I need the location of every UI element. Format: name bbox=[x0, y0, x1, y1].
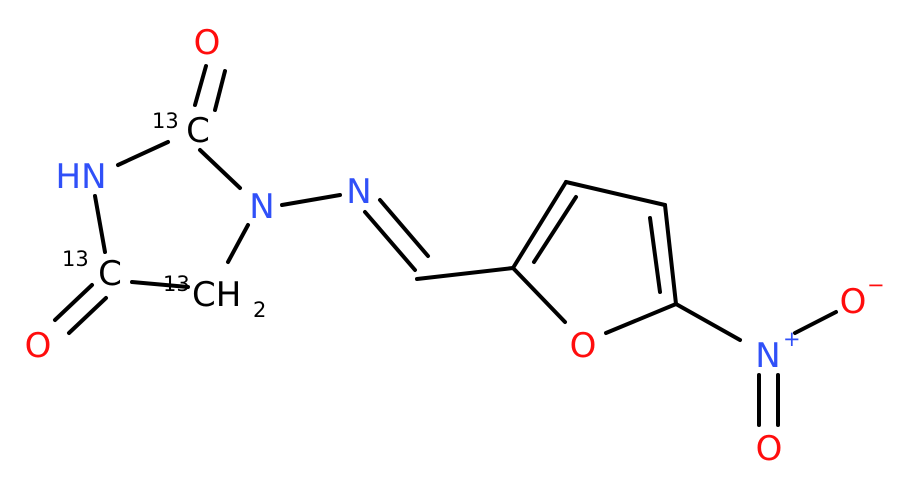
bond-nnitro-o-right bbox=[793, 310, 838, 335]
atom-o-furan: O bbox=[570, 326, 597, 366]
atom-c4: C bbox=[98, 254, 122, 294]
bond-c2-o-top-2 bbox=[213, 69, 227, 112]
atom-n-imine: N bbox=[346, 172, 371, 212]
bond-c2furan-c3-2 bbox=[532, 195, 578, 264]
atom-o-left: O bbox=[25, 326, 52, 366]
bond-ch2-n1 bbox=[226, 223, 250, 264]
atom-c4-isotope: 13 bbox=[62, 247, 89, 271]
atom-c5-subscript: 2 bbox=[253, 298, 266, 322]
atom-n1: N bbox=[249, 187, 274, 227]
bond-c3-c4furan bbox=[564, 180, 667, 207]
atom-o-nitro-bottom: O bbox=[756, 429, 783, 469]
bond-n-imine-ch-1 bbox=[363, 210, 417, 272]
atom-n-nitro-charge: + bbox=[783, 327, 801, 351]
bond-ofuran-c2furan bbox=[511, 266, 567, 324]
atom-c5: CH bbox=[192, 275, 241, 315]
bond-c4furan-c5-2 bbox=[648, 216, 662, 294]
bond-ch-c2furan bbox=[415, 266, 515, 281]
atom-c2: C bbox=[186, 111, 210, 151]
bond-c2furan-c3-1 bbox=[511, 180, 568, 270]
atom-o-nitro-right-charge: − bbox=[867, 273, 885, 297]
bond-c4-o-left-1 bbox=[53, 283, 94, 322]
atom-c2-isotope: 13 bbox=[152, 109, 179, 133]
bond-c4-ch2 bbox=[130, 280, 190, 289]
bond-c5-nnitro bbox=[674, 302, 742, 342]
bond-c2-n1 bbox=[198, 148, 242, 190]
atom-c5-isotope: 13 bbox=[163, 272, 190, 296]
atom-o-nitro-right: O bbox=[840, 282, 867, 322]
bond-c4furan-c5-1 bbox=[663, 203, 678, 306]
bond-c5-ofuran bbox=[604, 302, 678, 335]
bond-n1-n-imine bbox=[280, 193, 342, 207]
bond-c2-o-top-1 bbox=[193, 64, 208, 107]
atom-o-top: O bbox=[194, 23, 221, 63]
atom-nh: HN bbox=[56, 157, 107, 197]
bond-c2-nh bbox=[116, 140, 170, 167]
atom-n-nitro: N bbox=[755, 336, 780, 376]
bond-nh-c4 bbox=[93, 194, 107, 254]
bond-c4-o-left-2 bbox=[67, 296, 108, 335]
bond-n-imine-ch-2 bbox=[378, 198, 430, 258]
